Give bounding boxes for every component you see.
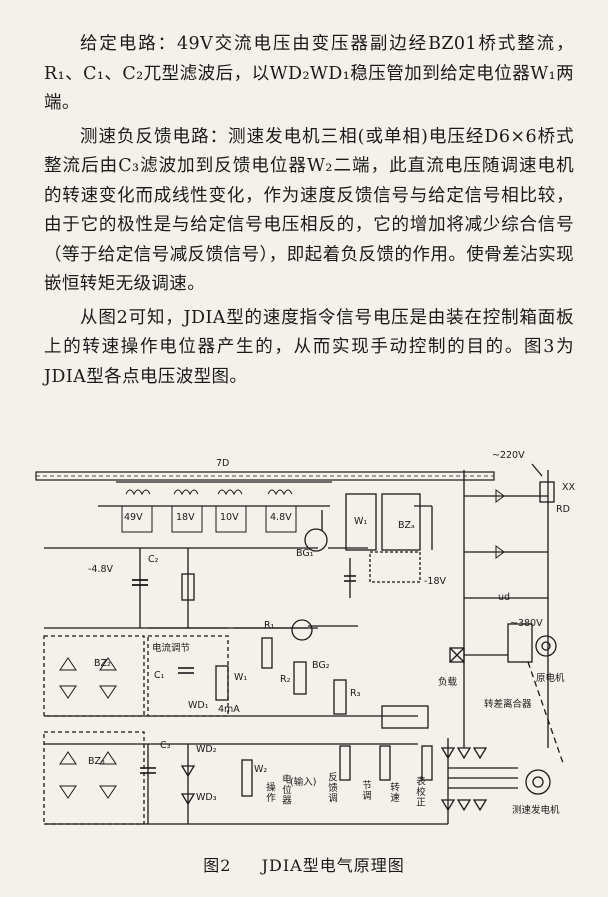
label-clutch: 转差离合器 [484,699,532,710]
label-4ma: 4mA [218,704,240,715]
label-w1: W₁ [234,672,248,683]
label-bz2: BZ₂ [94,658,111,669]
label-speed: 转速 [388,782,399,803]
label-r2: R₂ [280,674,291,685]
label-c1: C₁ [154,670,165,681]
circuit-diagram: ~220V XX RD 7D 49V 18V 10V 4.8V -4.8V C₂… [28,448,588,848]
label-w2: W₂ [254,764,268,775]
label-current-adjust: 电流调节 [152,643,191,654]
label-bg2: BG₂ [312,660,330,671]
caption-number: 图2 [203,856,232,875]
label-r1: R₁ [264,620,275,631]
label-xx: XX [562,482,576,493]
label-meter-correct: 表校正 [414,776,425,808]
label-node: 节调 [360,780,371,801]
label-rd: RD [556,504,570,515]
label-ud: ud [498,592,511,603]
label-c2: C₂ [148,554,159,565]
label-r3: R₃ [350,688,361,699]
label-48v: 4.8V [270,512,292,523]
label-220v: ~220V [492,450,525,461]
label-c3: C₃ [160,740,171,751]
label-18v: 18V [176,512,195,523]
label-bz3: BZ₃ [88,756,105,767]
label-motor: 原电机 [536,673,565,684]
label-wd1: WD₁ [188,700,209,711]
label-380v: ~380V [510,618,543,629]
paragraph-given-circuit: 给定电路：49V交流电压由变压器副边经BZ01桥式整流，R₁、C₁、C₂兀型滤波… [44,34,574,113]
label-potentiometer: 电位器 [280,774,291,806]
label-operation: 操作 [264,782,275,803]
label-wd3: WD₃ [196,792,217,803]
label-neg-18v: -18V [424,576,447,587]
label-7d: 7D [216,458,230,469]
caption-title: JDIA型电气原理图 [261,856,405,875]
label-load: 负载 [438,677,458,688]
paragraph-jdia-control: 从图2可知，JDIA型的速度指令信号电压是由装在控制箱面板上的转速操作电位器产生… [44,307,574,387]
label-10v: 10V [220,512,239,523]
label-tacho-generator: 测速发电机 [512,805,560,816]
circuit-schematic [35,463,565,825]
article-text: 给定电路：49V交流电压由变压器副边经BZ01桥式整流，R₁、C₁、C₂兀型滤波… [44,30,574,396]
figure-caption: 图2 JDIA型电气原理图 [0,852,608,876]
label-49v: 49V [124,512,143,523]
label-w1-transformer: W₁ [354,516,368,527]
label-bza: BZₐ [398,520,415,531]
paragraph-speed-feedback: 测速负反馈电路：测速发电机三相(或单相)电压经D6×6桥式整流后由C₃滤波加到反… [44,126,574,295]
label-wd2: WD₂ [196,744,217,755]
label-feedback: 反馈调 [326,772,337,804]
label-input: (输入) [290,777,317,788]
label-neg-48v: -4.8V [88,564,114,575]
label-bg1: BG₁ [296,548,314,559]
